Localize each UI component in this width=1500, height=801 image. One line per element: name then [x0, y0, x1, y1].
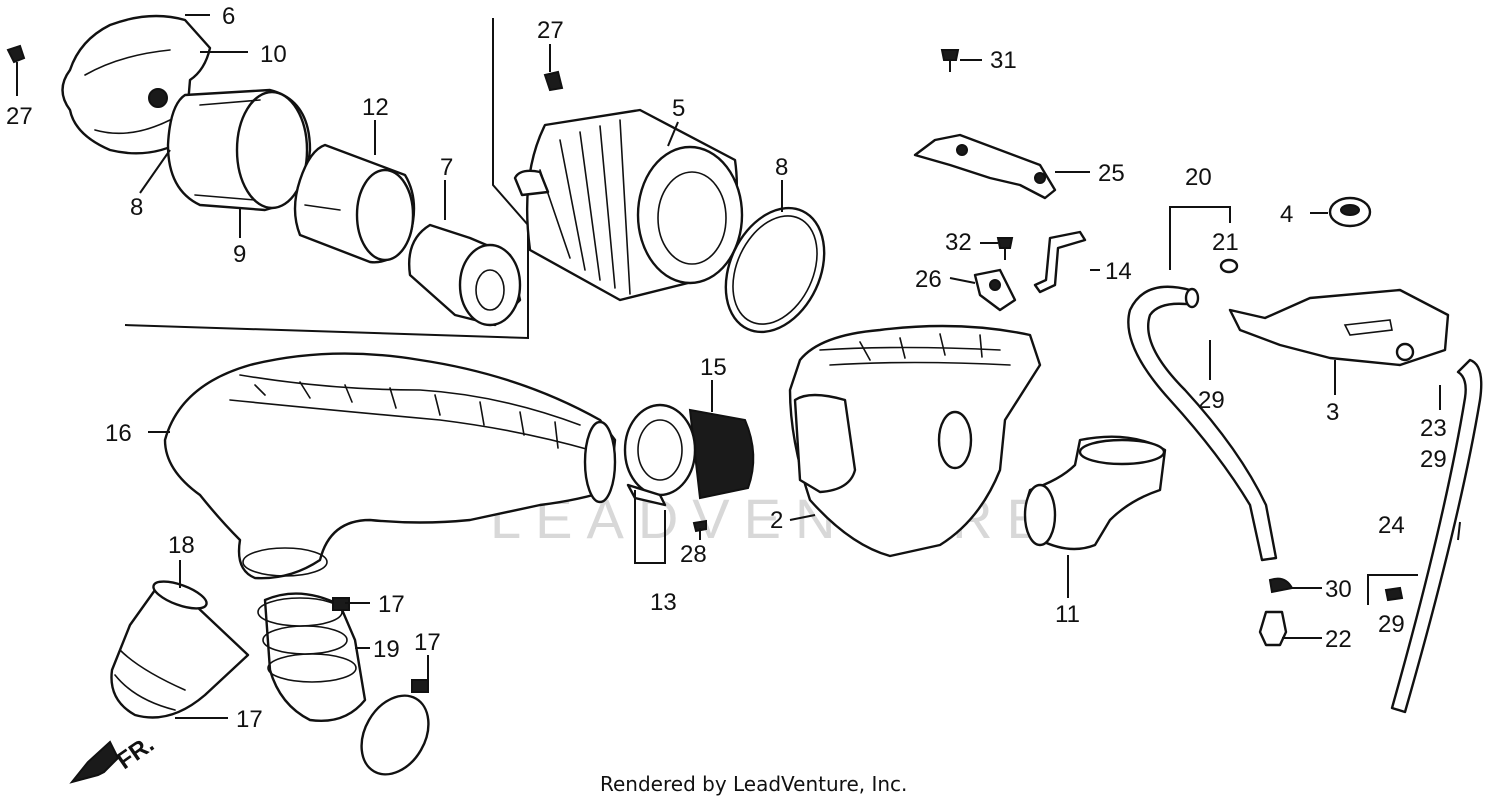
callout-16: 16: [105, 420, 132, 447]
pleated-filter-element-part: [513, 108, 744, 302]
callout-30: 30: [1325, 576, 1352, 603]
callout-17-b: 17: [414, 629, 441, 656]
callout-4: 4: [1280, 201, 1293, 228]
callout-2: 2: [770, 507, 783, 534]
breather-hose-part: [1127, 285, 1278, 562]
filter-cylinder-part: [166, 88, 312, 212]
breather-chamber-part: [1228, 288, 1450, 367]
o-ring-part: [724, 206, 826, 334]
callout-3: 3: [1326, 399, 1339, 426]
mounting-bracket-part: [913, 133, 1057, 200]
front-marker-label: FR.: [112, 731, 159, 775]
callout-6: 6: [222, 3, 235, 30]
callout-11: 11: [1055, 601, 1080, 628]
leader-lines: [16, 14, 1461, 719]
callout-22: 22: [1325, 626, 1352, 653]
grommet-part: [1328, 196, 1372, 228]
callout-9: 9: [233, 241, 246, 268]
front-direction-arrow: FR.: [69, 731, 159, 784]
callout-17-c: 17: [236, 706, 263, 733]
filter-funnel-part: [408, 223, 522, 327]
clip-part: [973, 268, 1017, 312]
callout-12: 12: [362, 94, 389, 121]
stay-part: [1033, 230, 1087, 294]
intake-rubber-part: [110, 580, 250, 719]
callout-24: 24: [1378, 512, 1405, 539]
callout-20: 20: [1185, 164, 1212, 191]
callout-23: 23: [1420, 415, 1447, 442]
connecting-tube-part: [257, 592, 367, 722]
rubber-joint-part: [623, 403, 755, 507]
callout-26: 26: [915, 266, 942, 293]
callout-13: 13: [650, 589, 677, 616]
callout-8-left: 8: [130, 194, 143, 221]
callout-labels: 6 10 27 8 9 12 7 27 5 8 31 25 20 4 21 32…: [6, 3, 1447, 733]
callout-5: 5: [672, 95, 685, 122]
callout-29-a: 29: [1198, 387, 1225, 414]
callout-31: 31: [990, 47, 1017, 74]
callout-7: 7: [440, 154, 453, 181]
callout-29-b: 29: [1420, 446, 1447, 473]
callout-27-left: 27: [6, 103, 33, 130]
callout-10: 10: [260, 41, 287, 68]
drain-hose-part: [1390, 358, 1483, 714]
callout-27-top: 27: [537, 17, 564, 44]
callout-19: 19: [373, 636, 400, 663]
elbow-tube-part: [1023, 435, 1167, 551]
callout-14: 14: [1105, 258, 1132, 285]
hose-clamp-part: [332, 597, 430, 776]
callout-32: 32: [945, 229, 972, 256]
callout-18: 18: [168, 532, 195, 559]
small-fasteners: [6, 44, 1404, 647]
callout-21: 21: [1212, 229, 1239, 256]
callout-25: 25: [1098, 160, 1125, 187]
air-cleaner-case-part: [788, 324, 1042, 558]
callout-29-c: 29: [1378, 611, 1405, 638]
callout-17-a: 17: [378, 591, 405, 618]
callout-28: 28: [680, 541, 707, 568]
callout-15: 15: [700, 354, 727, 381]
intake-boot-part: [163, 352, 617, 580]
footer-credit: Rendered by LeadVenture, Inc.: [600, 772, 907, 796]
filter-sleeve-part: [293, 143, 416, 264]
callout-8-right: 8: [775, 154, 788, 181]
